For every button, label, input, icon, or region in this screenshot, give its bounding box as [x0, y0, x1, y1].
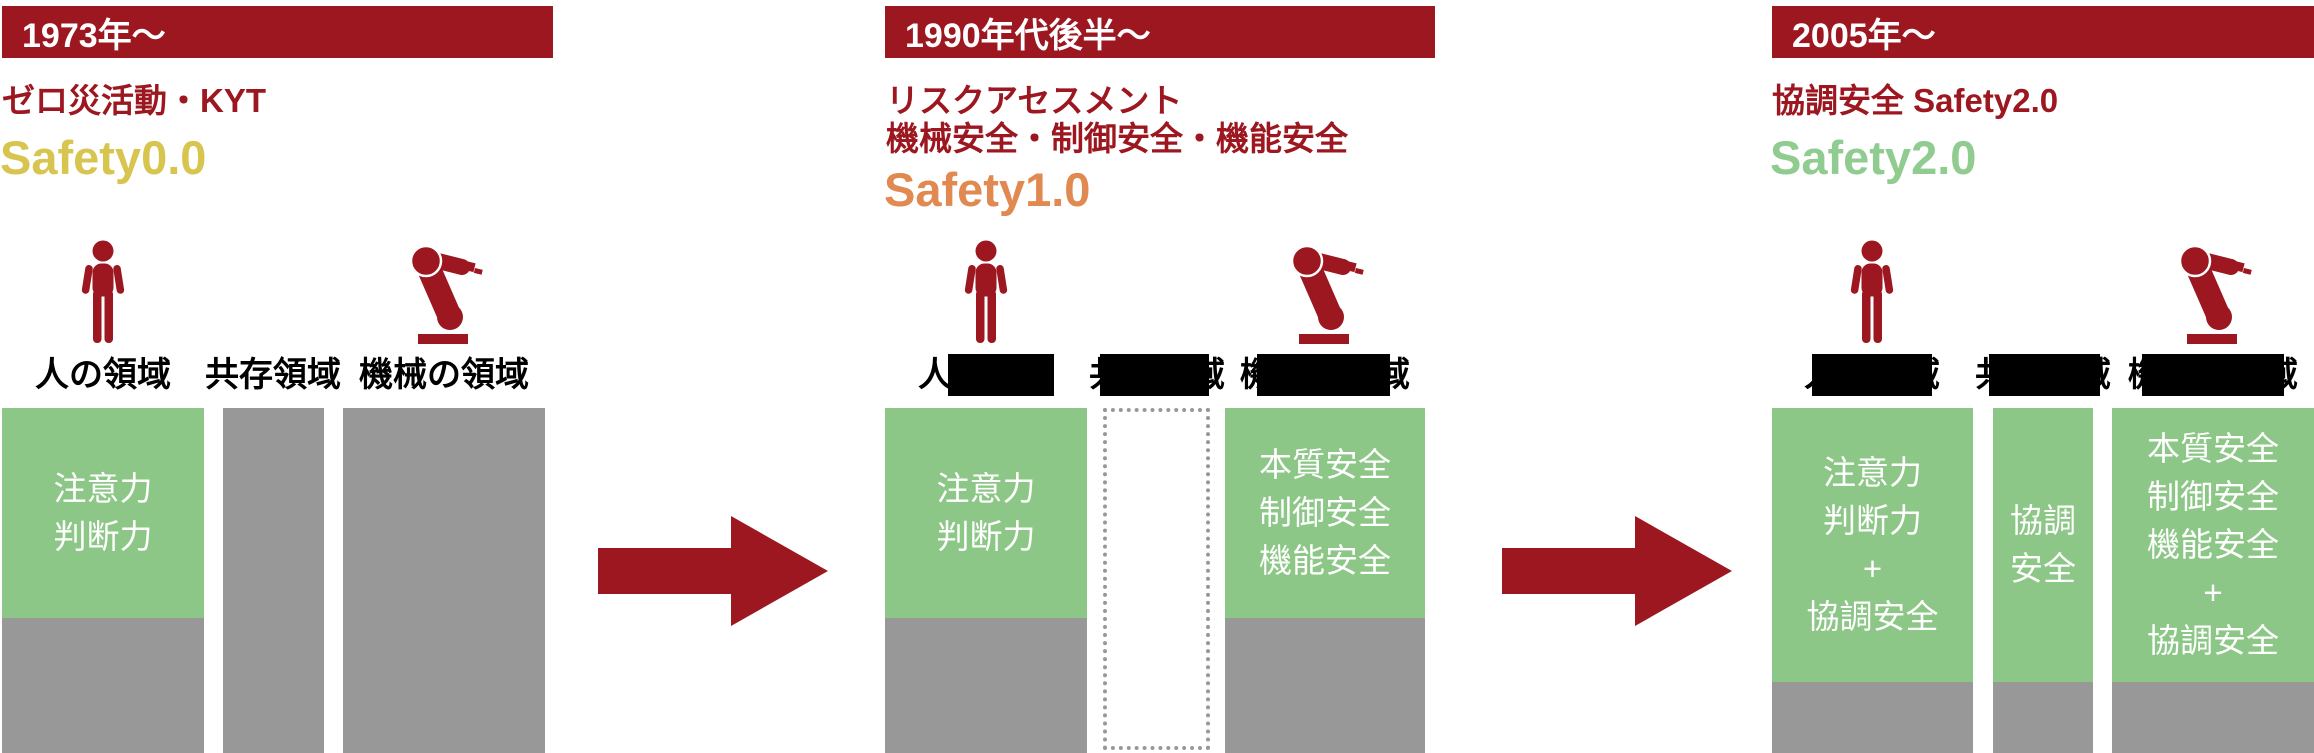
column-machine: [343, 408, 545, 753]
column-human: 注意力 判断力 + 協調安全: [1772, 408, 1973, 753]
era-bar-3: 2005年〜: [1772, 6, 2314, 58]
column-machine-green: 本質安全 制御安全 機能安全: [1225, 408, 1425, 618]
zone-label-coexistence: 共存領域: [1975, 354, 2111, 396]
zone-label-human: 人の領域: [35, 356, 171, 394]
column-coexistence-dotted: [1103, 408, 1210, 750]
robot-arm-icon: [409, 244, 483, 344]
zone-label-coexistence: 共存領域: [1089, 354, 1225, 396]
panel1-heading-line: ゼロ災活動・KYT: [2, 82, 266, 119]
redaction-bar: [2141, 354, 2285, 396]
zone-label-machine: 機械の領域: [1240, 354, 1410, 396]
robot-arm-icon: [2178, 244, 2252, 344]
person-icon: [1850, 240, 1894, 343]
column-human: 注意力 判断力: [885, 408, 1087, 753]
zone-label-machine: 機械の領域: [359, 356, 529, 394]
zone-label-coexistence: 共存領域: [205, 356, 341, 394]
era-label-1: 1973年〜: [22, 16, 166, 55]
column-machine-green: 本質安全 制御安全 機能安全 + 協調安全: [2112, 408, 2314, 682]
redaction-bar: [1099, 354, 1209, 396]
era-bar-2: 1990年代後半〜: [885, 6, 1435, 58]
column-human: 注意力 判断力: [2, 408, 204, 753]
redaction-bar: [947, 354, 1054, 396]
redaction-bar: [1257, 354, 1390, 396]
arrow-right-icon: [598, 516, 828, 626]
era-label-2: 1990年代後半〜: [905, 16, 1151, 55]
panel3-safety-heading: Safety2.0: [1770, 131, 1977, 184]
column-coexistence: 協調 安全: [1993, 408, 2093, 753]
era-bar-1: 1973年〜: [2, 6, 553, 58]
panel2-safety-heading: Safety1.0: [884, 163, 1091, 216]
zone-label-text: 共存領域: [205, 356, 341, 394]
panel2-heading-line1: リスクアセスメント: [886, 82, 1183, 119]
column-machine: 本質安全 制御安全 機能安全: [1225, 408, 1425, 753]
zone-label-human: 人の領域: [918, 354, 1054, 396]
panel2-heading-line2: 機械安全・制御安全・機能安全: [886, 120, 1348, 157]
person-icon: [964, 240, 1008, 343]
column-human-green: 注意力 判断力: [885, 408, 1087, 618]
column-coexistence: [223, 408, 324, 753]
redaction-bar: [1812, 354, 1932, 396]
zone-label-text: 機械の領域: [359, 356, 529, 394]
column-human-green: 注意力 判断力 + 協調安全: [1772, 408, 1973, 682]
column-human-green: 注意力 判断力: [2, 408, 204, 618]
zone-label-human: 人の領域: [1804, 354, 1940, 396]
era-label-3: 2005年〜: [1792, 16, 1936, 55]
arrow-right-icon: [1502, 516, 1732, 626]
zone-label-text: 人の領域: [35, 356, 171, 394]
column-coexistence-green: 協調 安全: [1993, 408, 2093, 682]
column-machine: 本質安全 制御安全 機能安全 + 協調安全: [2112, 408, 2314, 753]
panel3-heading-line: 協調安全 Safety2.0: [1772, 82, 2059, 119]
panel1-safety-heading: Safety0.0: [0, 131, 207, 184]
redaction-bar: [1988, 354, 2101, 396]
robot-arm-icon: [1290, 244, 1364, 344]
person-icon: [81, 240, 125, 343]
zone-label-machine: 機械の領域: [2128, 354, 2298, 396]
